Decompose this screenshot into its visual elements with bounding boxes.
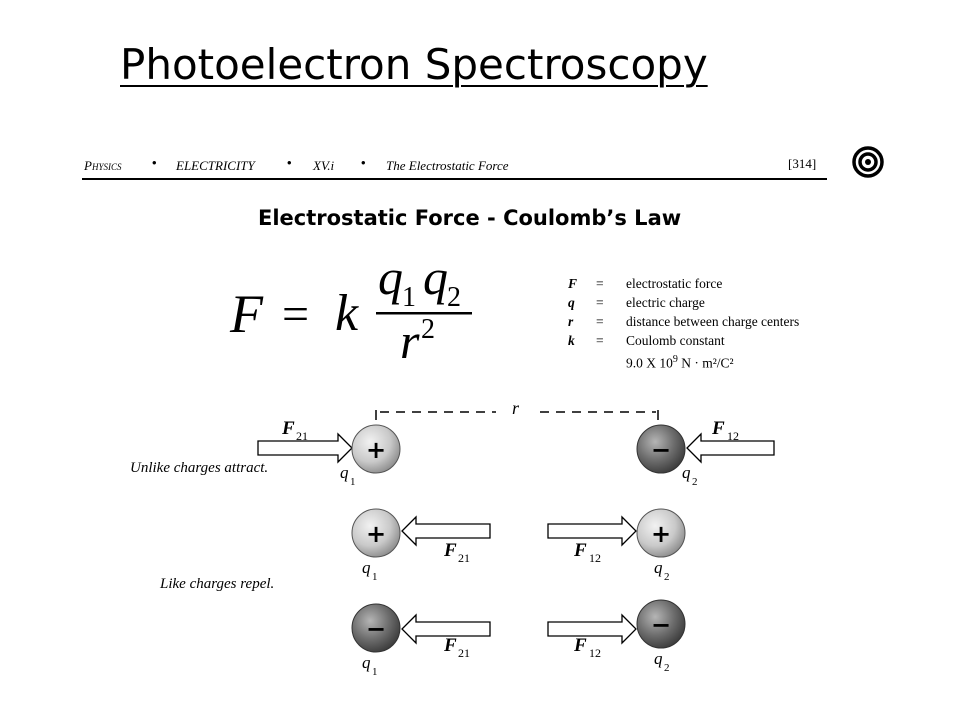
legend-equals: =: [596, 333, 604, 348]
crumb-electricity: ELECTRICITY: [176, 158, 255, 173]
force-label-f12: F: [573, 635, 587, 656]
crumb-physics: Physics: [84, 158, 122, 173]
force-subscript: 12: [589, 551, 601, 565]
force-subscript: 21: [458, 551, 470, 565]
force-label-f21: F: [281, 418, 295, 439]
charge-subscript: 2: [692, 476, 698, 488]
legend-symbol: k: [568, 333, 575, 348]
legend-equals: =: [596, 314, 604, 329]
negative-charge: [351, 603, 401, 653]
page-number: [314]: [788, 156, 817, 171]
arrow-f12-attract: [686, 432, 775, 464]
crumb-separator: •: [287, 155, 292, 170]
force-subscript: 21: [458, 646, 470, 660]
caption-like-charges: Like charges repel.: [160, 576, 275, 592]
legend-description: distance between charge centers: [626, 314, 800, 329]
charge-subscript: 2: [664, 571, 670, 583]
negative-charge: [636, 424, 686, 474]
charge-label-q2: q: [682, 463, 691, 482]
legend-symbol: q: [568, 295, 575, 310]
force-subscript: 12: [589, 646, 601, 660]
diagram-subtitle: Electrostatic Force - Coulomb’s Law: [258, 206, 682, 230]
slide-title: Photoelectron Spectroscopy: [120, 40, 708, 89]
charge-label-q1: q: [362, 653, 371, 672]
arrow-f12-repel: [547, 515, 637, 547]
legend-symbol: r: [568, 314, 574, 329]
target-icon: [852, 146, 884, 178]
legend-row: r = distance between charge centers: [568, 312, 799, 331]
arrow-f21-attract: [257, 432, 353, 464]
plus-sign: +: [366, 520, 386, 548]
charge-subscript: 1: [372, 571, 378, 583]
arrow-f12-repel: [547, 613, 637, 645]
plus-sign: +: [366, 436, 386, 464]
crumb-topic: The Electrostatic Force: [386, 158, 509, 173]
minus-sign: −: [651, 436, 671, 464]
minus-sign: −: [366, 615, 386, 643]
minus-sign: −: [651, 611, 671, 639]
positive-charge: [351, 508, 401, 558]
legend-symbol: F: [568, 276, 578, 291]
arrow-f21-repel: [401, 515, 491, 547]
crumb-section: XV.i: [313, 158, 335, 173]
symbol-legend: F = electrostatic force q = electric cha…: [568, 274, 799, 371]
charge-label-q1: q: [340, 463, 349, 482]
charge-subscript: 1: [350, 476, 356, 488]
force-subscript: 12: [727, 429, 739, 443]
charge-subscript: 2: [664, 662, 670, 674]
legend-row: q = electric charge: [568, 293, 799, 312]
caption-unlike-charges: Unlike charges attract.: [130, 460, 269, 476]
legend-description: Coulomb constant: [626, 333, 725, 348]
constant-exponent: 9: [672, 354, 678, 365]
force-label-f21: F: [443, 635, 457, 656]
legend-description: electric charge: [626, 295, 705, 310]
legend-equals: =: [596, 295, 604, 310]
force-label-f21: F: [443, 540, 457, 561]
charge-label-q2: q: [654, 558, 663, 577]
distance-marker: [375, 410, 659, 420]
crumb-separator: •: [361, 155, 366, 170]
arrow-f21-repel: [401, 613, 491, 645]
force-subscript: 21: [296, 429, 308, 443]
negative-charge: [636, 599, 686, 649]
crumb-separator: •: [152, 155, 157, 170]
constant-mantissa: 9.0 X 10: [626, 355, 673, 371]
force-label-f12: F: [711, 418, 725, 439]
charge-subscript: 1: [372, 666, 378, 678]
charge-label-q2: q: [654, 649, 663, 668]
legend-description: electrostatic force: [626, 276, 723, 291]
force-label-f12: F: [573, 540, 587, 561]
distance-label: r: [512, 398, 520, 418]
header-rule: [82, 178, 827, 180]
constant-units: N · m²/C²: [677, 355, 734, 371]
charge-label-q1: q: [362, 558, 371, 577]
plus-sign: +: [651, 520, 671, 548]
positive-charge: [636, 508, 686, 558]
positive-charge: [351, 424, 401, 474]
coulomb-constant-value: 9.0 X 109 N · m²/C²: [568, 350, 799, 371]
legend-row: k = Coulomb constant: [568, 331, 799, 350]
legend-equals: =: [596, 276, 604, 291]
legend-row: F = electrostatic force: [568, 274, 799, 293]
